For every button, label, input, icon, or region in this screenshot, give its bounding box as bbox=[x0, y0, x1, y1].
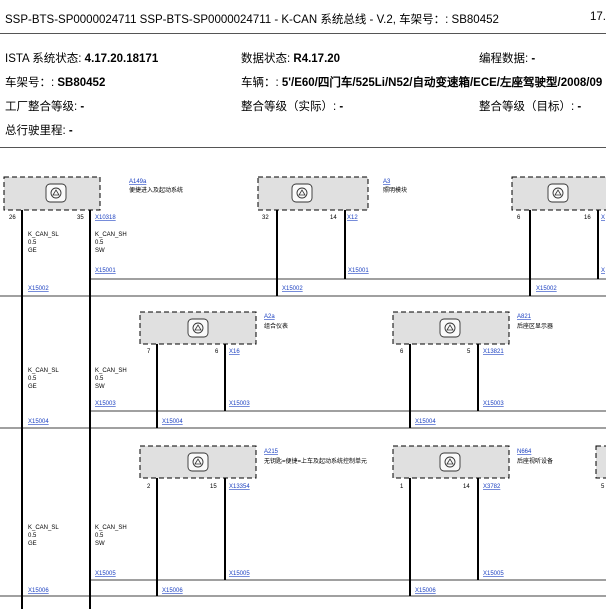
module-description: 后座区显示器 bbox=[517, 322, 553, 330]
row1-module-a149a bbox=[3, 176, 101, 211]
splice-ref[interactable]: X15001 bbox=[348, 268, 369, 274]
connector-ref[interactable]: X3782 bbox=[483, 484, 501, 490]
module-description: 后座视听设备 bbox=[517, 457, 553, 465]
total-mileage: 总行驶里程: - bbox=[5, 125, 73, 137]
bus-ref[interactable]: X15006 bbox=[28, 588, 49, 594]
row3-module-partial bbox=[595, 445, 606, 479]
pin-number: 6 bbox=[400, 349, 404, 355]
page-number: 17. bbox=[590, 11, 606, 23]
wire-color: GE bbox=[28, 541, 37, 547]
wire-size: 0.5 bbox=[95, 240, 104, 246]
connector-ref[interactable]: X10318 bbox=[95, 215, 116, 221]
row2-module-a821 bbox=[392, 311, 510, 345]
wire-size: 0.5 bbox=[28, 376, 37, 382]
pin-number: 1 bbox=[400, 484, 404, 490]
row1-module-a3 bbox=[257, 176, 369, 211]
wire-size: 0.5 bbox=[95, 533, 104, 539]
module-description: 便捷进入及起动系统 bbox=[129, 186, 183, 194]
pin-number: 14 bbox=[330, 215, 337, 221]
factory-integration-level: 工厂整合等级: - bbox=[5, 101, 85, 113]
wire-label: K_CAN_SL bbox=[28, 525, 59, 531]
wire-size: 0.5 bbox=[95, 376, 104, 382]
connector-ref[interactable]: X16 bbox=[229, 349, 240, 355]
ecu-icon bbox=[45, 183, 67, 203]
document-title: SSP-BTS-SP0000024711 SSP-BTS-SP000002471… bbox=[5, 14, 499, 26]
splice-ref[interactable]: X bbox=[601, 268, 605, 274]
ecu-icon bbox=[439, 452, 461, 472]
data-status: 数据状态: R4.17.20 bbox=[241, 53, 341, 65]
connector-ref[interactable]: X bbox=[601, 215, 605, 221]
bus-ref[interactable]: X15006 bbox=[415, 588, 436, 594]
bus-ref[interactable]: X15004 bbox=[162, 419, 183, 425]
pin-number: 6 bbox=[517, 215, 521, 221]
wire-color: SW bbox=[95, 541, 105, 547]
connector-ref[interactable]: X13354 bbox=[229, 484, 250, 490]
wire-size: 0.5 bbox=[28, 533, 37, 539]
connector-ref[interactable]: X13821 bbox=[483, 349, 504, 355]
pin-number: 5 bbox=[467, 349, 471, 355]
row2-module-a2a bbox=[139, 311, 257, 345]
ista-status: ISTA 系统状态: 4.17.20.18171 bbox=[5, 53, 159, 65]
wire-label: K_CAN_SH bbox=[95, 525, 127, 531]
splice-ref[interactable]: X15005 bbox=[483, 571, 504, 577]
module-description: 照明模块 bbox=[383, 186, 407, 194]
wire-color: SW bbox=[95, 384, 105, 390]
module-ref[interactable]: A821 bbox=[517, 314, 532, 320]
module-ref[interactable]: A215 bbox=[264, 449, 279, 455]
header-rule bbox=[0, 33, 606, 34]
wire-color: SW bbox=[95, 248, 105, 254]
row1-module-partial bbox=[511, 176, 606, 211]
pin-number: 35 bbox=[77, 215, 84, 221]
splice-ref[interactable]: X15005 bbox=[229, 571, 250, 577]
pin-number: 15 bbox=[210, 484, 217, 490]
info-rule bbox=[0, 147, 606, 148]
module-ref[interactable]: A3 bbox=[383, 179, 391, 185]
bus-ref[interactable]: X15004 bbox=[28, 419, 49, 425]
ecu-icon bbox=[187, 452, 209, 472]
pin-number: 32 bbox=[262, 215, 269, 221]
wire-color: GE bbox=[28, 248, 37, 254]
programming-data: 编程数据: - bbox=[479, 53, 536, 65]
bus-ref[interactable]: X15002 bbox=[282, 286, 303, 292]
pin-number: 7 bbox=[147, 349, 151, 355]
bus-ref[interactable]: X15002 bbox=[536, 286, 557, 292]
ecu-icon bbox=[291, 183, 313, 203]
pin-number: 2 bbox=[147, 484, 151, 490]
wire-label: K_CAN_SH bbox=[95, 232, 127, 238]
pin-number: 16 bbox=[584, 215, 591, 221]
module-ref[interactable]: A2a bbox=[264, 314, 275, 320]
splice-ref[interactable]: X15003 bbox=[95, 401, 116, 407]
splice-ref[interactable]: X15001 bbox=[95, 268, 116, 274]
vin: 车架号：: SB80452 bbox=[5, 77, 106, 89]
ecu-icon bbox=[187, 318, 209, 338]
target-integration-level: 整合等级（目标）: - bbox=[479, 101, 582, 113]
bus-ref[interactable]: X15006 bbox=[162, 588, 183, 594]
splice-ref[interactable]: X15005 bbox=[95, 571, 116, 577]
pin-number: 26 bbox=[9, 215, 16, 221]
wire-color: GE bbox=[28, 384, 37, 390]
module-description: 无钥匙=便捷=上车及起动系统控制单元 bbox=[264, 457, 367, 465]
splice-ref[interactable]: X15003 bbox=[229, 401, 250, 407]
row3-module-a215 bbox=[139, 445, 257, 479]
wire-label: K_CAN_SH bbox=[95, 368, 127, 374]
module-description: 组合仪表 bbox=[264, 322, 288, 330]
vehicle: 车辆：: 5'/E60/四门车/525Li/N52/自动变速箱/ECE/左座驾驶… bbox=[241, 77, 603, 89]
module-ref[interactable]: A149a bbox=[129, 179, 147, 185]
wire-label: K_CAN_SL bbox=[28, 368, 59, 374]
module-ref[interactable]: N664 bbox=[517, 449, 532, 455]
ecu-icon bbox=[547, 183, 569, 203]
ecu-icon bbox=[439, 318, 461, 338]
pin-number: 5 bbox=[601, 484, 605, 490]
wire-size: 0.5 bbox=[28, 240, 37, 246]
splice-ref[interactable]: X15003 bbox=[483, 401, 504, 407]
pin-number: 14 bbox=[463, 484, 470, 490]
bus-ref[interactable]: X15004 bbox=[415, 419, 436, 425]
actual-integration-level: 整合等级（实际）: - bbox=[241, 101, 344, 113]
bus-ref[interactable]: X15002 bbox=[28, 286, 49, 292]
wire-label: K_CAN_SL bbox=[28, 232, 59, 238]
connector-ref[interactable]: X12 bbox=[347, 215, 358, 221]
row3-module-n664 bbox=[392, 445, 510, 479]
pin-number: 6 bbox=[215, 349, 219, 355]
